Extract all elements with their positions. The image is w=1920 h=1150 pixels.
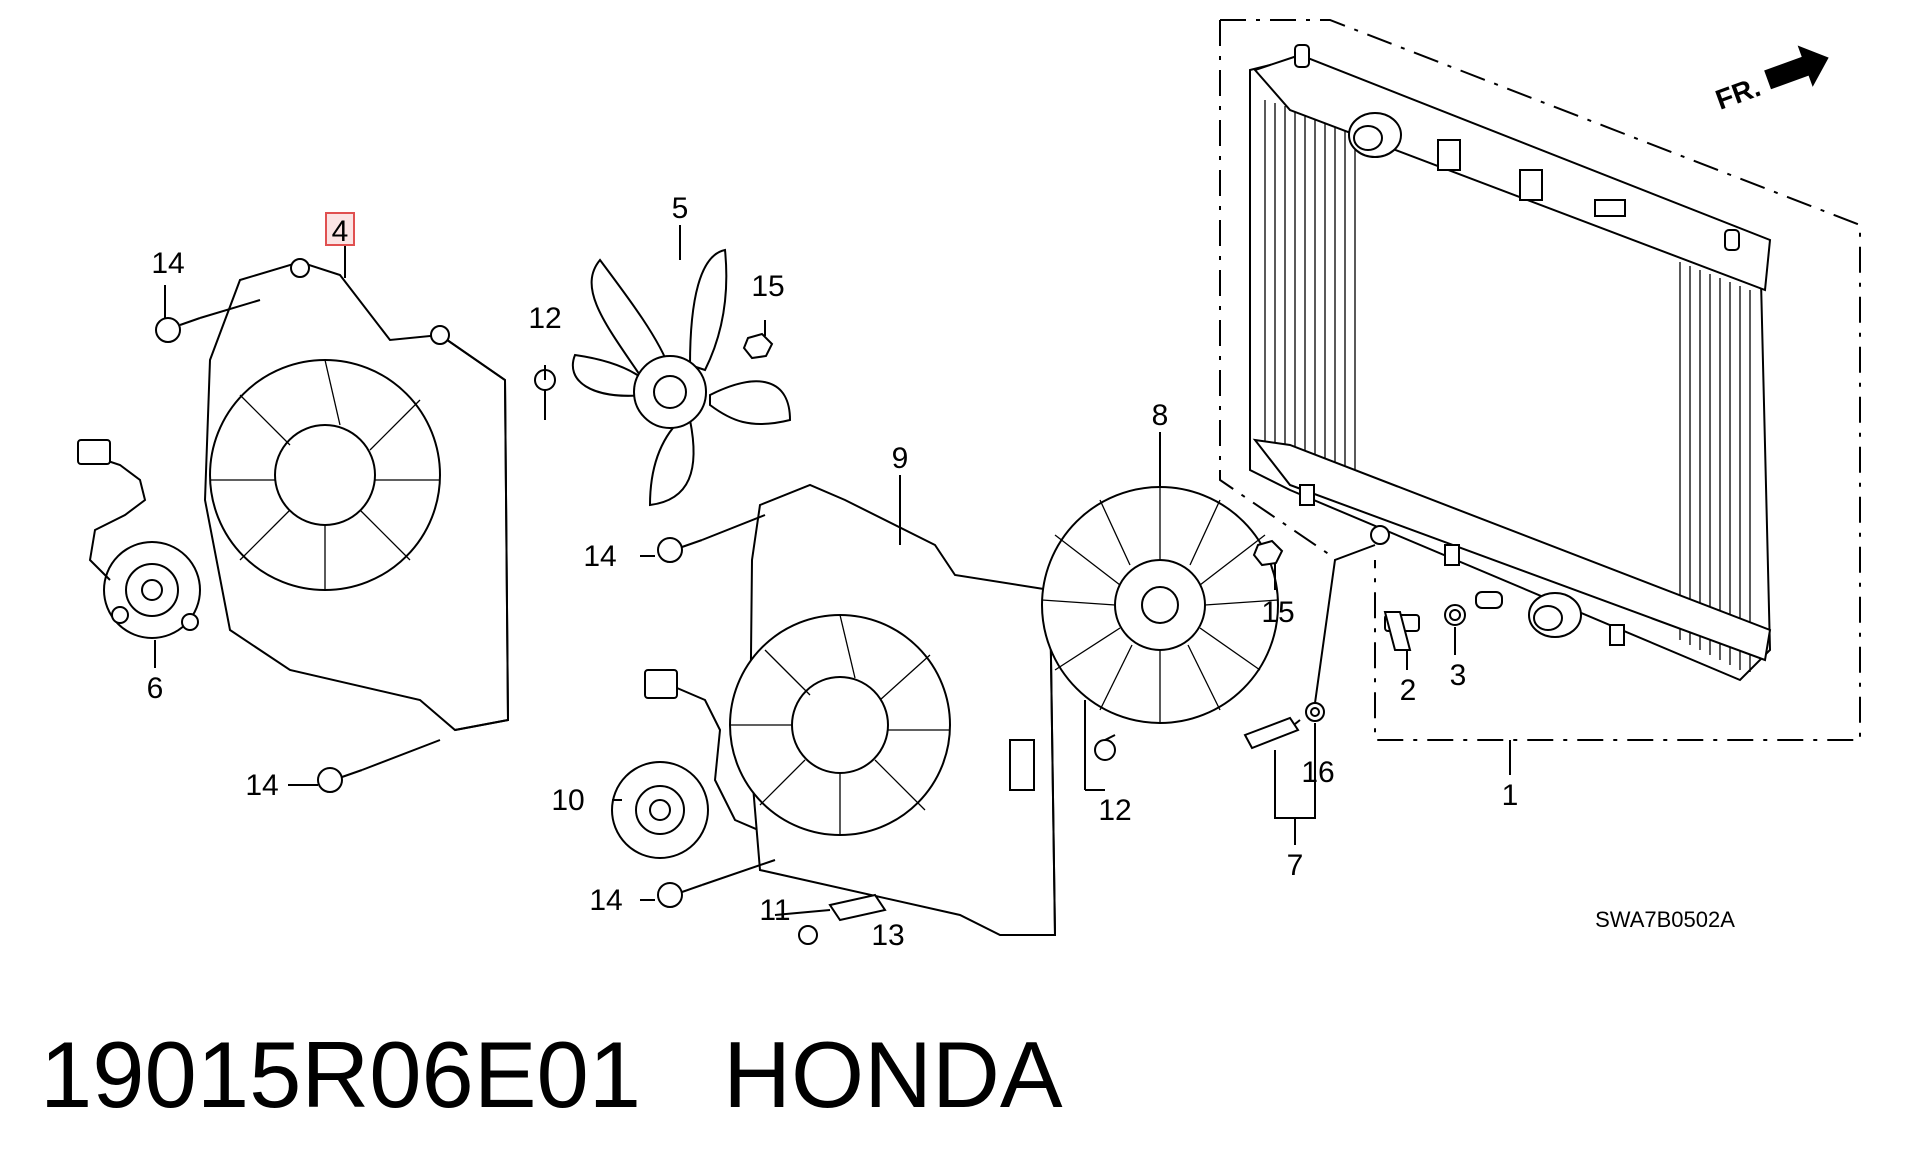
callout-12-upper[interactable]: 12 (528, 302, 561, 335)
diagram-code: SWA7B0502A (1595, 907, 1735, 932)
fan-shroud-left (203, 258, 510, 732)
direction-label: FR. (1711, 71, 1764, 116)
callout-2[interactable]: 2 (1400, 674, 1417, 707)
switch-o-ring (1305, 702, 1325, 722)
callout-3[interactable]: 3 (1450, 659, 1467, 692)
bolt-14a (155, 317, 201, 343)
callout-12-lower[interactable]: 12 (1098, 794, 1131, 827)
callout-14-bottom[interactable]: 14 (589, 884, 622, 917)
fan-motor-left (77, 439, 201, 639)
callout-13[interactable]: 13 (871, 919, 904, 952)
parts-diagram: 1 2 3 4 5 6 7 8 9 10 11 12 12 13 14 14 1… (77, 19, 1861, 952)
callout-14-top-left[interactable]: 14 (151, 247, 184, 280)
bolt-14b (317, 767, 363, 793)
drain-plug (1383, 611, 1420, 651)
bolt-14c (657, 537, 703, 563)
callout-11[interactable]: 11 (759, 894, 790, 927)
callout-15-lower[interactable]: 15 (1261, 596, 1294, 629)
callout-16[interactable]: 16 (1301, 756, 1334, 789)
nut-15b (1252, 539, 1284, 567)
callout-7[interactable]: 7 (1287, 849, 1304, 882)
callout-4[interactable]: 4 (332, 215, 349, 248)
callout-5[interactable]: 5 (672, 192, 689, 225)
callout-1[interactable]: 1 (1502, 779, 1519, 812)
leader-lines (154, 225, 1511, 916)
radiator-upper-hose-neck (1348, 112, 1402, 158)
part-number: 19015R06E01 (40, 1022, 642, 1127)
brand-name: HONDA (723, 1022, 1063, 1127)
o-ring (1444, 604, 1466, 626)
callout-10[interactable]: 10 (551, 784, 584, 817)
bolt-14d (657, 882, 703, 908)
bolt-12b (1094, 734, 1116, 761)
fan-motor-right (611, 669, 811, 859)
front-direction-indicator: FR. (1711, 45, 1829, 116)
callout-6[interactable]: 6 (147, 672, 164, 705)
fan-multi-blade (1041, 486, 1279, 724)
highlighted-callout-frame (325, 212, 355, 246)
part-caption: 19015R06E01 HONDA (40, 1015, 1880, 1135)
callout-15-upper[interactable]: 15 (751, 270, 784, 303)
callout-14-middle[interactable]: 14 (583, 540, 616, 573)
radiator-lower-hose-neck (1528, 592, 1582, 638)
radiator (1219, 19, 1861, 741)
thermo-switch (1243, 716, 1301, 750)
fan-shroud-right (729, 483, 1057, 936)
bolt-12a (534, 365, 556, 391)
fan-five-blade (571, 248, 792, 507)
callout-9[interactable]: 9 (892, 442, 909, 475)
bracket-11 (828, 893, 887, 922)
callout-8[interactable]: 8 (1152, 399, 1169, 432)
callout-14-bottom-left[interactable]: 14 (245, 769, 278, 802)
bolt-13 (798, 925, 818, 945)
nut-15a (742, 332, 774, 360)
